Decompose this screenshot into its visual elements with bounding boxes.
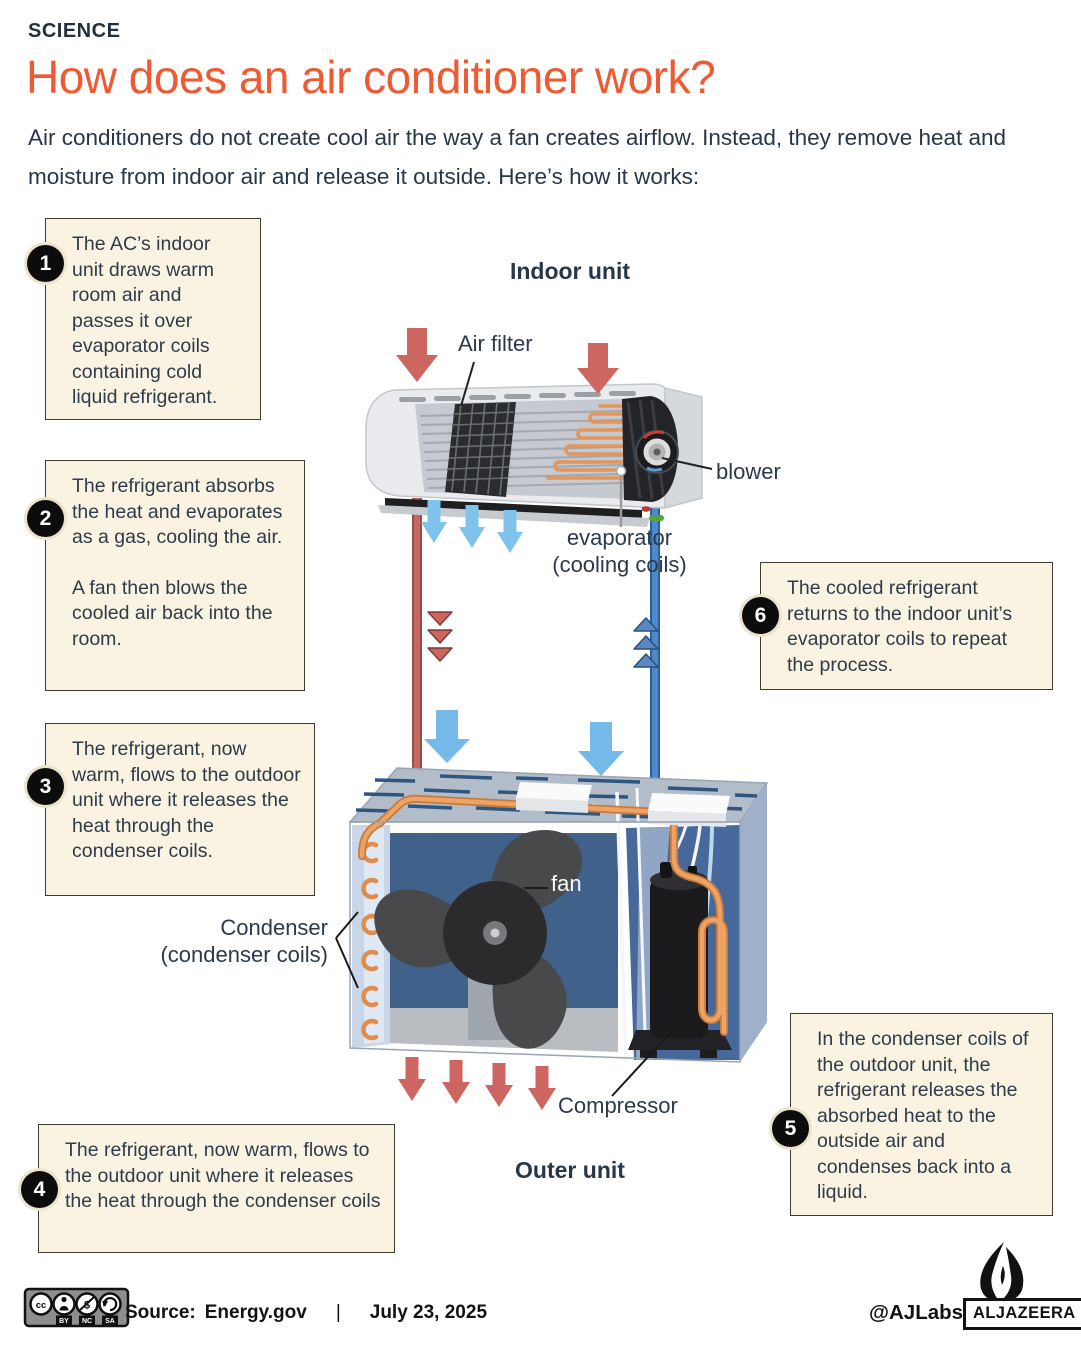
step-2-text: The refrigerant absorbs the heat and eva… xyxy=(72,475,283,548)
compressor-pointer-line xyxy=(611,1021,681,1097)
compressor-label: Compressor xyxy=(558,1093,678,1118)
evaporator-pointer-dot xyxy=(615,465,627,477)
source-value[interactable]: Energy.gov xyxy=(204,1302,307,1323)
connector-box-left xyxy=(516,782,592,813)
warm-flow-chevrons xyxy=(427,611,453,662)
step-box-4: The refrigerant, now warm, flows to the … xyxy=(38,1124,395,1253)
cc-icon: cc xyxy=(36,1300,47,1311)
step-box-5: In the condenser coils of the outdoor un… xyxy=(790,1013,1053,1216)
cool-flow-chevrons xyxy=(633,617,659,668)
air-filter-mesh xyxy=(445,401,516,497)
footer-separator: | xyxy=(335,1302,341,1323)
evaporator-label: evaporator (cooling coils) xyxy=(517,524,722,578)
step-4-text: The refrigerant, now warm, flows to the … xyxy=(65,1139,381,1212)
warm-air-in-arrows xyxy=(396,328,619,394)
cc-by-label: BY xyxy=(59,1318,69,1325)
cc-by-icon xyxy=(52,1292,76,1316)
cc-sa-icon xyxy=(98,1292,122,1316)
top-vent-slats xyxy=(399,391,636,402)
fan-label: fan xyxy=(551,871,582,896)
kicker: SCIENCE xyxy=(28,20,121,42)
compressor-illustration xyxy=(628,862,732,1058)
condenser-label: Condenser (condenser coils) xyxy=(130,914,328,968)
step-box-3: The refrigerant, now warm, flows to the … xyxy=(45,723,315,896)
label-pointer-lines xyxy=(335,887,681,1097)
step-box-2: The refrigerant absorbs the heat and eva… xyxy=(45,460,305,691)
footer-date: July 23, 2025 xyxy=(369,1302,488,1323)
cc-sa-label: SA xyxy=(105,1318,115,1325)
refrigerant-pipe-orange xyxy=(358,794,728,1036)
condenser-label-line1: Condenser xyxy=(220,915,328,940)
condenser-label-line2: (condenser coils) xyxy=(160,942,328,967)
indoor-unit-label: Indoor unit xyxy=(509,258,631,284)
condenser-pointer-lines xyxy=(335,911,359,989)
step-6-badge: 6 xyxy=(742,597,779,634)
svg-text:$: $ xyxy=(84,1300,90,1312)
step-2-text2: A fan then blows the cooled air back int… xyxy=(72,576,273,650)
blower-illustration xyxy=(622,396,679,502)
step-5-text: In the condenser coils of the outdoor un… xyxy=(817,1028,1029,1203)
step-3-text: The refrigerant, now warm, flows to the … xyxy=(72,738,301,862)
fan-illustration xyxy=(374,829,583,1049)
footer-source-row: Source: Energy.gov | July 23, 2025 xyxy=(125,1302,487,1324)
source-label: Source: xyxy=(125,1302,196,1323)
evaporator-label-line1: evaporator xyxy=(566,525,673,550)
aljazeera-wordmark: ALJAZEERA xyxy=(963,1298,1081,1330)
ajlabs-credit: @AJLabs xyxy=(869,1301,964,1324)
outer-unit-label: Outer unit xyxy=(515,1157,625,1183)
step-1-text: The AC’s indoor unit draws warm room air… xyxy=(72,233,218,408)
cc-nc-label: NC xyxy=(82,1318,92,1325)
step-box-6: The cooled refrigerant returns to the in… xyxy=(760,562,1053,690)
indicator-light-red xyxy=(641,506,651,512)
step-5-badge: 5 xyxy=(772,1110,809,1147)
page-title: How does an air conditioner work? xyxy=(26,51,716,103)
connector-box-right xyxy=(648,793,730,827)
blower-pointer-line xyxy=(661,457,713,470)
step-6-text: The cooled refrigerant returns to the in… xyxy=(787,577,1013,676)
step-1-badge: 1 xyxy=(27,245,64,282)
air-filter-label: Air filter xyxy=(458,331,533,356)
cool-air-out-arrows xyxy=(421,500,523,553)
step-3-badge: 3 xyxy=(27,768,64,805)
step-box-1: The AC’s indoor unit draws warm room air… xyxy=(45,218,261,420)
step-4-badge: 4 xyxy=(21,1171,58,1208)
aljazeera-flame-logo xyxy=(980,1242,1024,1302)
heat-out-arrows xyxy=(398,1057,556,1110)
air-filter-pointer-line xyxy=(460,361,475,407)
indicator-light-green xyxy=(649,515,664,521)
blower-label: blower xyxy=(716,459,781,484)
evaporator-label-line2: (cooling coils) xyxy=(552,552,687,577)
airflow-into-outdoor-arrows xyxy=(424,710,624,776)
cc-license-badge: cc $ BY NC SA xyxy=(23,1287,130,1328)
condenser-coils xyxy=(361,841,379,1041)
indoor-unit-illustration xyxy=(365,361,713,800)
outdoor-unit-illustration xyxy=(348,767,769,1063)
step-2-badge: 2 xyxy=(27,500,64,537)
intro-text: Air conditioners do not create cool air … xyxy=(28,125,1007,189)
